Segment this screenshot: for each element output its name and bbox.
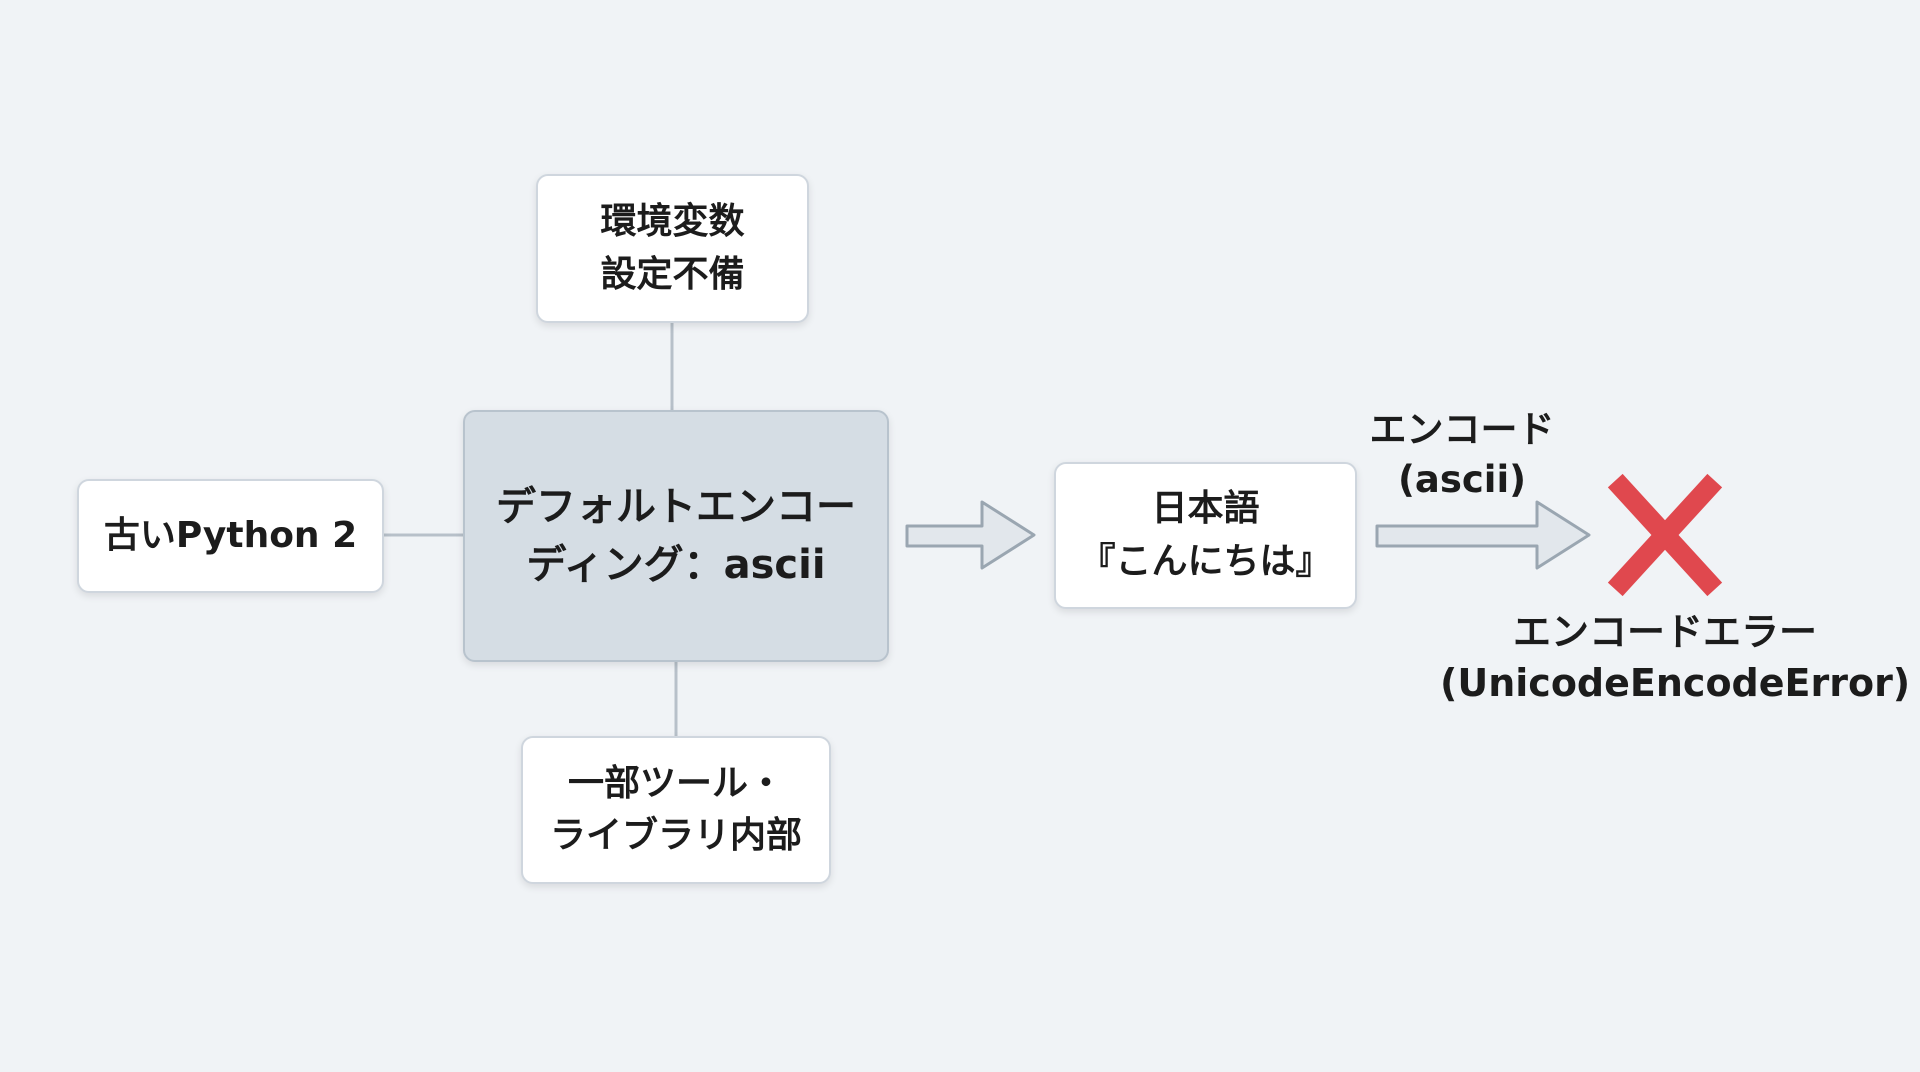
env-var-line1: 環境変数: [600, 201, 745, 243]
env-var-line2: 設定不備: [600, 253, 745, 295]
tools-library-box: 一部ツール・ ライブラリ内部: [521, 736, 831, 884]
japanese-text-line1: 日本語: [1151, 488, 1260, 530]
env-var-box: 環境変数 設定不備: [536, 174, 809, 323]
python2-box: 古いPython 2: [77, 479, 384, 593]
encode-error-label: エンコードエラー (UnicodeEncodeError): [1440, 607, 1911, 710]
arrow-to-data: [905, 500, 1036, 570]
default-encoding-line2: ディング：ascii: [526, 542, 826, 588]
tools-library-line2: ライブラリ内部: [549, 815, 802, 856]
japanese-text-line2: 『こんにちは』: [1079, 540, 1332, 582]
tools-library-line1: 一部ツール・: [567, 762, 784, 804]
japanese-text-box: 日本語 『こんにちは』: [1054, 462, 1357, 609]
error-x-icon: [1607, 473, 1723, 597]
default-encoding-line1: デフォルトエンコー: [496, 484, 856, 530]
python2-label: 古いPython 2: [103, 514, 358, 556]
encode-error-line2: (UnicodeEncodeError): [1440, 661, 1911, 706]
encode-label-line1: エンコード: [1369, 408, 1555, 451]
encode-error-line1: エンコードエラー: [1512, 610, 1817, 654]
encode-ascii-label: エンコード (ascii): [1362, 405, 1562, 505]
arrow-to-error: [1375, 500, 1591, 570]
encode-label-line2: (ascii): [1397, 457, 1527, 501]
default-encoding-box: デフォルトエンコー ディング：ascii: [463, 410, 889, 662]
